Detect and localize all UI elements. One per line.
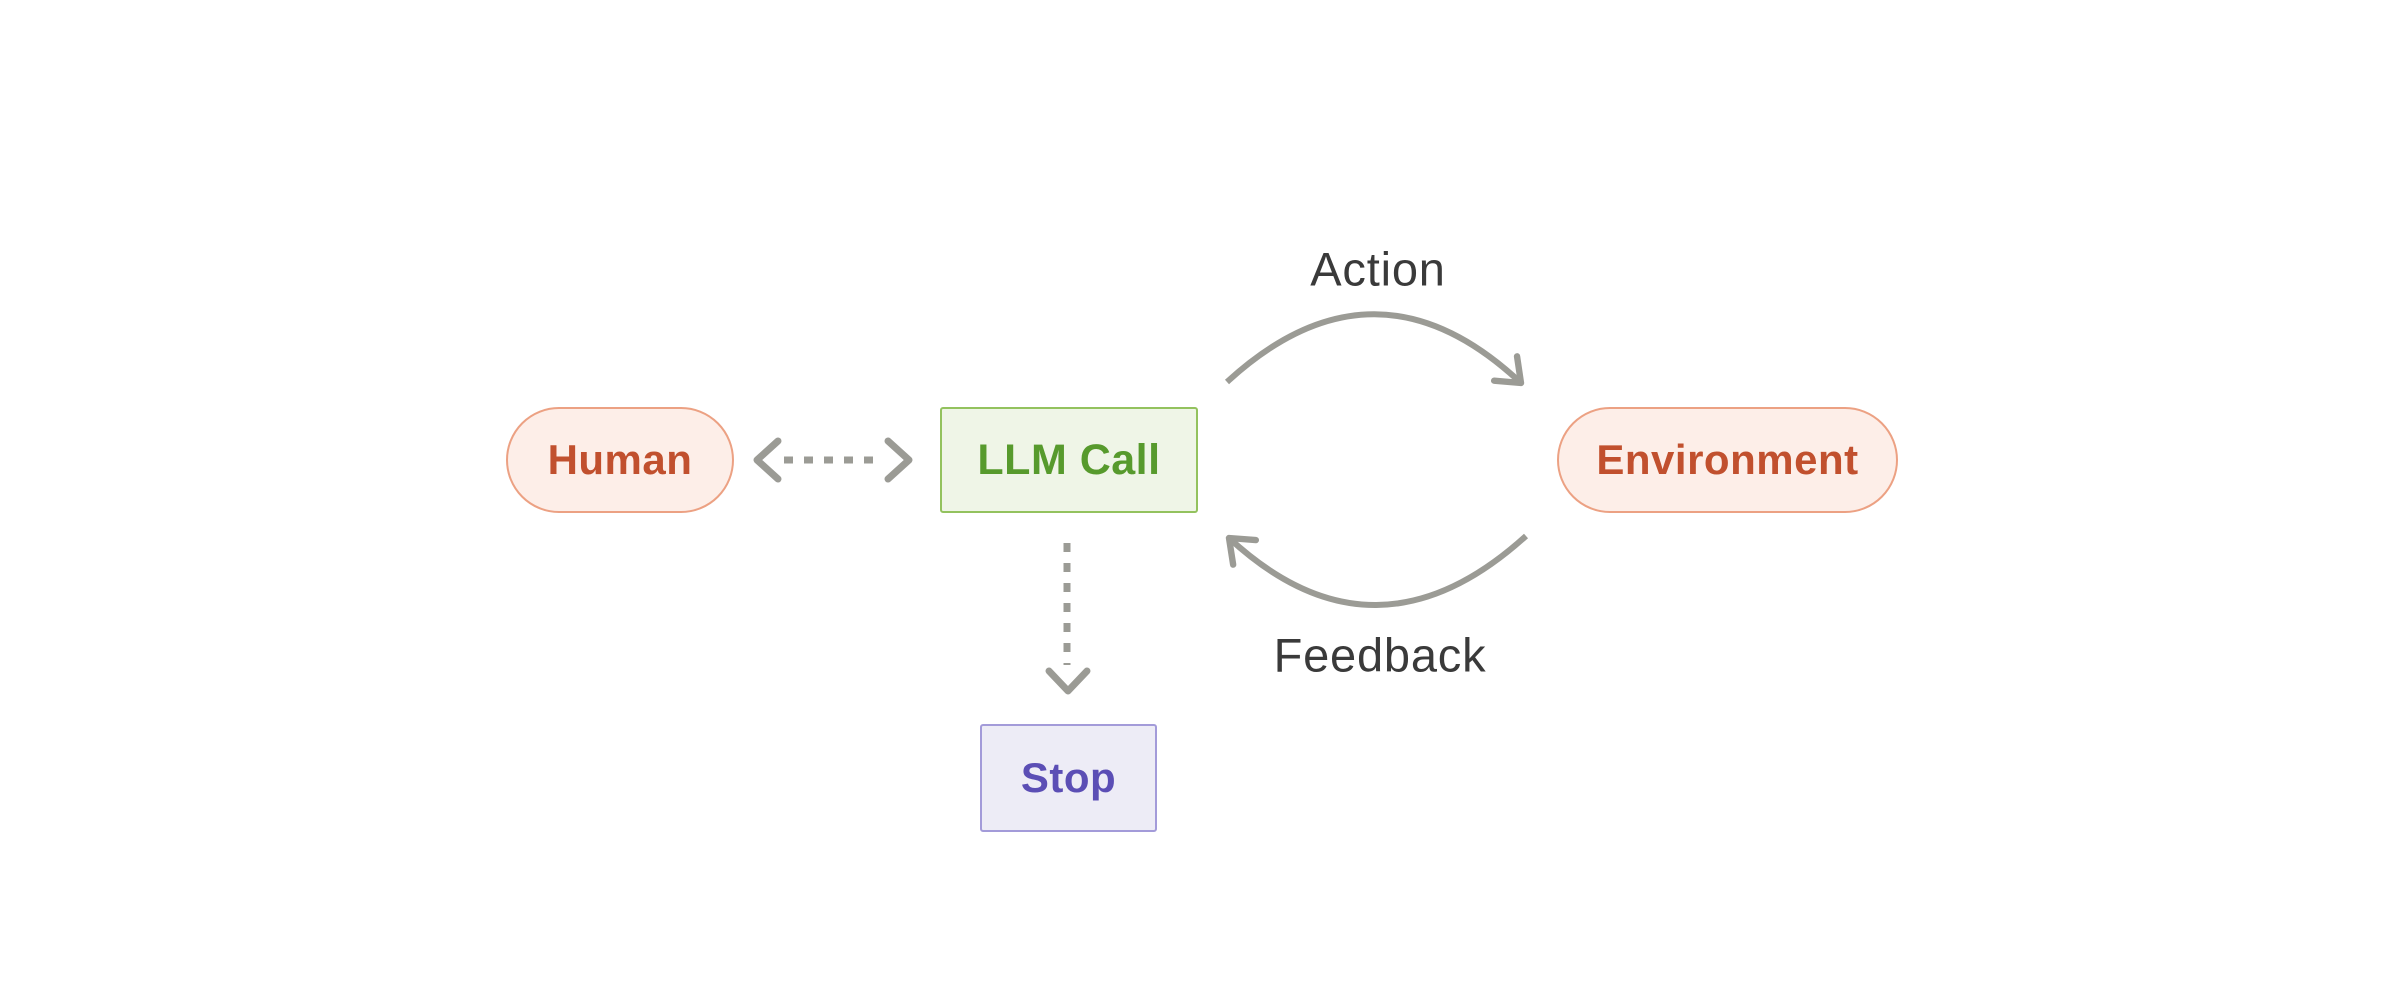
feedback-edge-label: Feedback [1273, 628, 1487, 682]
down-arrowhead-icon [1045, 667, 1091, 695]
environment-node: Environment [1557, 407, 1898, 513]
action-arrow [1224, 311, 1525, 387]
action-edge-label: Action [1310, 242, 1446, 296]
human-node: Human [506, 407, 734, 513]
stop-node: Stop [980, 724, 1157, 832]
llm-call-node: LLM Call [940, 407, 1198, 513]
right-arrowhead-icon [884, 437, 913, 483]
feedback-arrow [1225, 533, 1529, 608]
left-arrowhead-icon [753, 437, 782, 483]
